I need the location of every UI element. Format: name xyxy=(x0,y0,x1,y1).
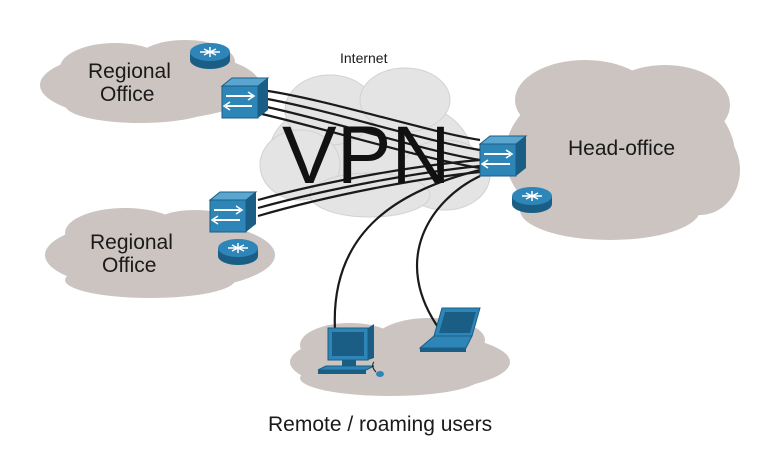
regional-office-top-label-line2: Office xyxy=(100,83,154,106)
tunnel-top-1 xyxy=(261,88,481,142)
remote-users-label: Remote / roaming users xyxy=(268,413,492,436)
firewall-icon xyxy=(220,77,270,119)
tunnel-top-4 xyxy=(261,112,481,170)
tunnel-remote-desktop xyxy=(333,168,481,331)
vpn-tunnel-lines xyxy=(257,88,481,331)
tunnel-bottom-3 xyxy=(257,170,481,218)
tunnel-bottom-2 xyxy=(257,164,481,210)
internet-label: Internet xyxy=(340,50,388,66)
tunnel-bottom-1 xyxy=(257,158,481,202)
remote-users-cloud xyxy=(290,318,510,396)
vpn-label: VPN xyxy=(282,110,451,201)
firewall-icon xyxy=(208,191,258,233)
regional-office-top-label-line1: Regional xyxy=(88,60,171,83)
head-office-label: Head-office xyxy=(568,137,675,160)
regional-office-bottom-label-line2: Office xyxy=(102,254,156,277)
desktop-computer-icon xyxy=(317,324,384,377)
router-icon xyxy=(218,239,258,265)
firewall-icon xyxy=(478,135,528,177)
tunnel-top-2 xyxy=(261,96,481,152)
router-icon xyxy=(512,187,552,213)
tunnel-remote-laptop xyxy=(415,175,481,331)
tunnel-top-3 xyxy=(261,104,481,162)
laptop-icon xyxy=(418,307,481,352)
head-office-cloud xyxy=(505,60,740,240)
regional-office-bottom-label-line1: Regional xyxy=(90,231,173,254)
router-icon xyxy=(190,43,230,69)
